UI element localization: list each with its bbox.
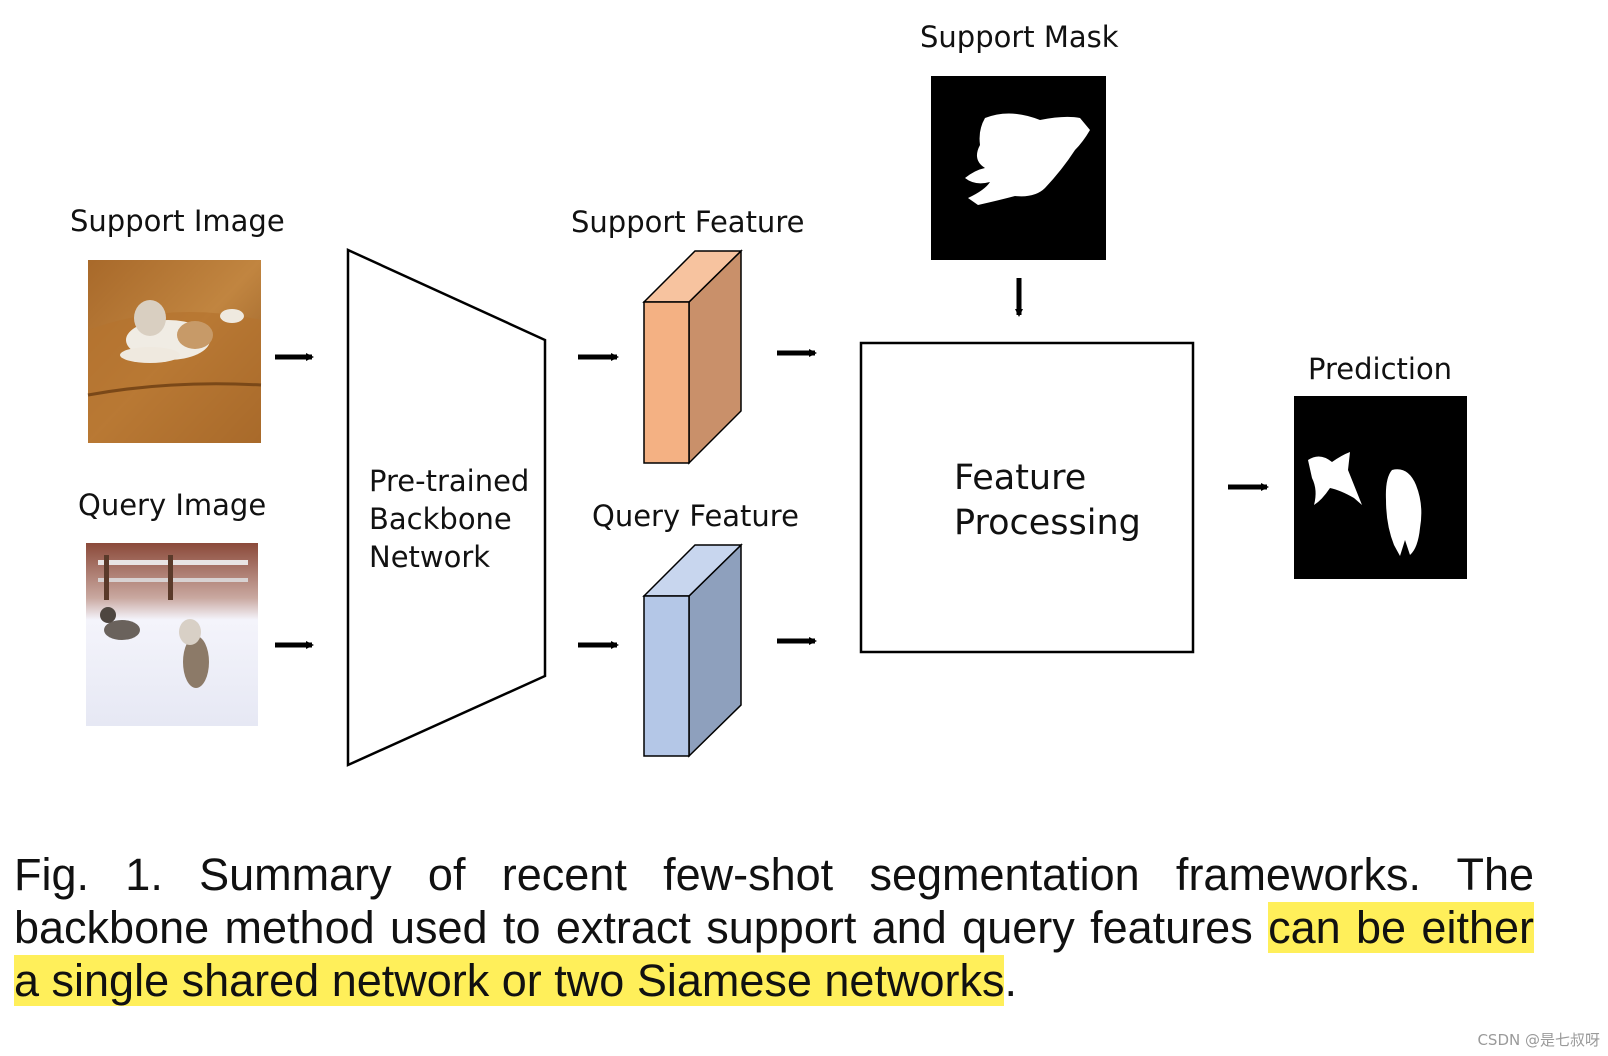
backbone-label-line-1: Pre-trained [369,464,530,498]
support-image-label: Support Image [70,204,285,238]
backbone-label: Pre-trained Backbone Network [369,462,529,576]
caption-end-punctuation: . [1004,955,1017,1006]
watermark: CSDN @是七叔呀 [1477,1031,1600,1049]
feature-processing-label: Feature Processing [954,456,1141,546]
prediction-image [1294,396,1467,579]
backbone-label-line-3: Network [369,540,491,574]
prediction-label: Prediction [1308,352,1453,386]
support-feature-block [642,249,743,465]
query-image-label: Query Image [78,488,267,522]
caption-text: Fig. 1. Summary of recent few-shot segme… [14,849,1534,953]
support-image [87,260,262,443]
query-feature-block [642,543,743,758]
framework-diagram [86,76,1467,767]
backbone-network-shape [346,248,547,767]
query-feature-label: Query Feature [592,499,799,533]
support-feature-label: Support Feature [571,205,805,239]
figure: Support Image Query Image Pre-trained Ba… [70,20,1467,767]
support-mask-label: Support Mask [920,20,1119,54]
support-mask-image [931,76,1106,260]
query-image [86,543,258,726]
feature-processing-box [859,341,1195,654]
feature-processing-line-1: Feature [954,458,1087,498]
feature-processing-line-2: Processing [954,503,1141,543]
backbone-label-line-2: Backbone [369,502,512,536]
figure-caption: Fig. 1. Summary of recent few-shot segme… [14,848,1534,1007]
